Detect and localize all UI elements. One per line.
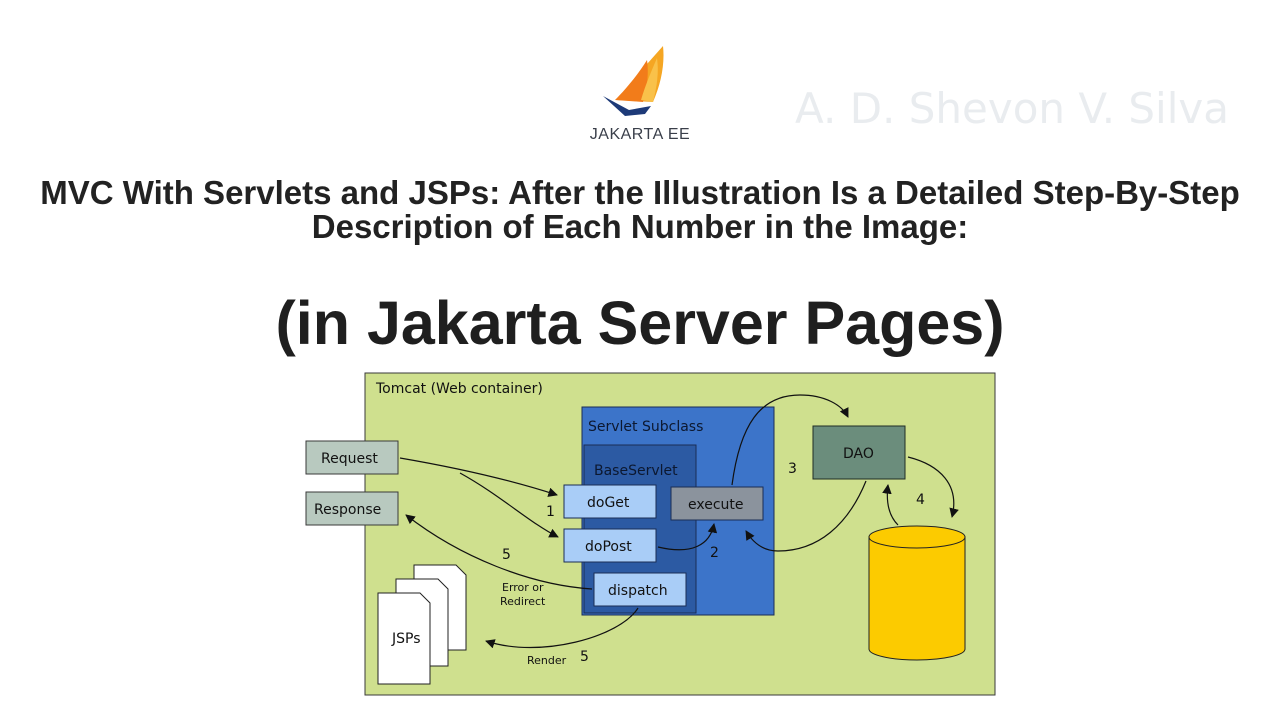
step-3-label: 3 (788, 461, 797, 477)
logo-hull (603, 96, 651, 116)
doget-box (563, 484, 657, 519)
dao-label: DAO (843, 446, 874, 462)
step-5-response-label: 5 (502, 547, 511, 563)
jsps-label: JSPs (391, 631, 421, 647)
mvc-diagram: Tomcat (Web container) Servlet Subclass … (305, 372, 996, 696)
arrow-db-to-dao (882, 484, 899, 526)
tomcat-container-label: Tomcat (Web container) (375, 381, 543, 397)
step-2-label: 2 (710, 545, 719, 561)
request-label: Request (321, 451, 378, 467)
arrow-dao-to-db (907, 456, 959, 518)
execute-label: execute (688, 497, 744, 513)
logo-sail-front (615, 60, 648, 102)
dopost-box (563, 528, 657, 563)
page-subtitle: (in Jakarta Server Pages) (275, 289, 1005, 357)
logo-sail-inner (641, 58, 658, 102)
dispatch-label: dispatch (608, 583, 668, 599)
dispatch-box (593, 572, 687, 607)
page-title: MVC With Servlets and JSPs: After the Il… (40, 174, 1240, 245)
execute-box (670, 486, 764, 521)
error-redirect-label-line2: Redirect (500, 595, 546, 608)
arrow-execute-to-dao (731, 394, 849, 486)
request-box (305, 440, 399, 475)
jsp-documents (377, 564, 467, 685)
author-watermark: A. D. Shevon V. Silva (795, 84, 1229, 133)
render-label: Render (527, 654, 567, 667)
arrow-request-to-doget (399, 457, 558, 497)
step-5-render-label: 5 (580, 649, 589, 665)
error-redirect-label-line1: Error or (502, 581, 544, 594)
jakarta-ee-sailboat-logo (603, 46, 664, 116)
response-box (305, 491, 399, 526)
step-4-label: 4 (916, 492, 925, 508)
arrow-dao-to-execute (745, 480, 867, 552)
logo-text: JAKARTA EE (589, 126, 691, 143)
doget-label: doGet (587, 495, 630, 511)
dopost-label: doPost (585, 539, 632, 555)
arrow-request-to-dopost (459, 472, 559, 538)
step-1-label: 1 (546, 504, 555, 520)
arrow-dispatch-to-jsps (485, 607, 639, 649)
arrow-dispatch-to-response (405, 514, 593, 590)
base-servlet-label: BaseServlet (594, 463, 678, 479)
arrow-dopost-to-execute (657, 523, 718, 551)
dao-box (812, 425, 906, 480)
servlet-subclass-label: Servlet Subclass (588, 419, 703, 435)
database-cylinder (868, 525, 966, 661)
response-label: Response (314, 502, 381, 518)
